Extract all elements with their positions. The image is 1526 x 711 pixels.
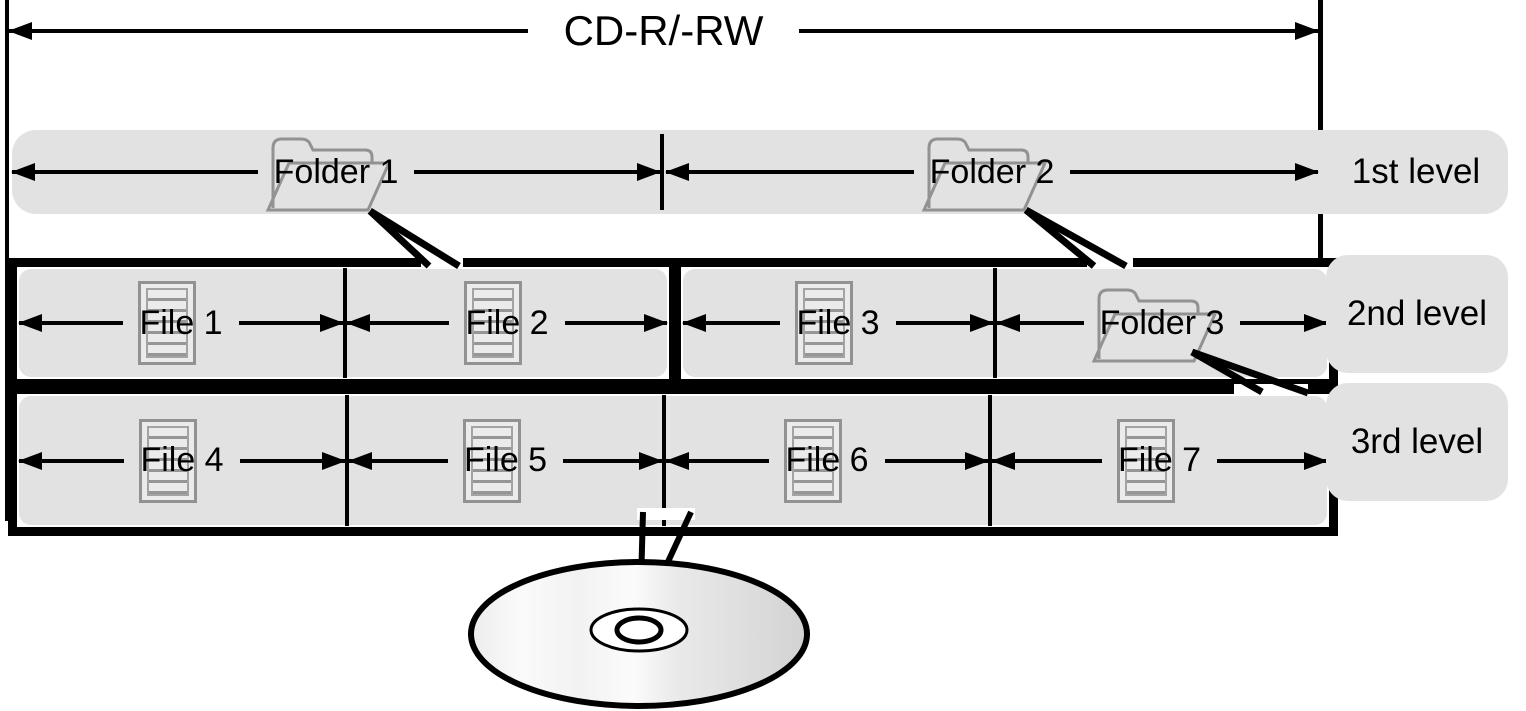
file2-segment: File 2 <box>347 269 668 377</box>
arrow-left-icon <box>19 321 124 325</box>
arrow-left-icon <box>19 458 125 463</box>
level2-box-folder2: File 3 Folder 3 <box>672 258 1338 388</box>
arrow-left-icon <box>992 458 1102 463</box>
folder2-segment: Folder 2 <box>666 130 1319 214</box>
file6-label-group: File 6 <box>784 418 869 503</box>
folder1-label: Folder 1 <box>273 152 399 191</box>
level3-divider <box>988 395 992 526</box>
file5-label-group: File 5 <box>462 418 548 503</box>
file2-label: File 2 <box>465 303 549 342</box>
arrow-left-icon <box>683 321 781 325</box>
file2-label-group: File 2 <box>464 281 549 365</box>
level3-label: 3rd level <box>1326 383 1508 501</box>
file4-label: File 4 <box>140 441 224 479</box>
arrow-right-icon <box>239 458 346 463</box>
arrow-left-icon <box>12 170 258 174</box>
arrow-left-icon <box>347 321 450 325</box>
level1-divider <box>660 134 664 210</box>
arrow-right-icon <box>895 321 994 325</box>
file7-label-group: File 7 <box>1116 418 1202 503</box>
level1-label: 1st level <box>1351 152 1481 191</box>
left-boundary-line <box>5 0 9 521</box>
file7-segment: File 7 <box>992 396 1328 525</box>
file3-segment: File 3 <box>683 269 994 377</box>
file-icon <box>138 281 196 365</box>
arrow-right-icon <box>1070 170 1319 174</box>
arrow-right-icon <box>563 458 663 463</box>
level3-divider <box>345 395 349 526</box>
arrow-left-icon <box>349 458 448 463</box>
compact-disc-icon <box>468 559 810 709</box>
arrow-left-icon <box>997 321 1084 325</box>
level2-divider <box>993 268 997 378</box>
arrow-left-icon <box>666 458 770 463</box>
disc-span-dimension: CD-R/-RW <box>9 7 1319 54</box>
file5-label: File 5 <box>463 441 548 479</box>
arrow-left-icon <box>666 170 914 174</box>
file5-segment: File 5 <box>349 396 663 525</box>
level2-box-a-band: File 1 File 2 <box>19 268 668 378</box>
level2-box-b-band: File 3 Folder 3 <box>683 268 1328 378</box>
folder3-label: Folder 3 <box>1099 303 1225 342</box>
folder3-segment: Folder 3 <box>997 269 1328 377</box>
level2-label: 2nd level <box>1326 255 1508 373</box>
file-icon <box>464 281 522 365</box>
arrow-right-icon <box>414 170 661 174</box>
level2-divider <box>343 268 347 378</box>
file1-segment: File 1 <box>19 269 344 377</box>
arrow-right-icon <box>799 29 1319 33</box>
folder3-label-group: Folder 3 <box>1091 288 1225 363</box>
arrow-right-icon <box>1217 458 1328 463</box>
file-icon <box>462 418 521 503</box>
file7-label: File 7 <box>1117 441 1202 479</box>
level3-box: File 4 File 5 File 6 <box>8 385 1338 536</box>
arrow-right-icon <box>1240 321 1328 325</box>
arrow-right-icon <box>238 321 344 325</box>
folder1-segment: Folder 1 <box>12 130 661 214</box>
file4-segment: File 4 <box>19 396 346 525</box>
arrow-right-icon <box>564 321 668 325</box>
file3-label-group: File 3 <box>795 281 880 365</box>
file4-label-group: File 4 <box>139 418 224 503</box>
file-icon <box>139 418 197 503</box>
level3-divider <box>662 395 666 526</box>
file-icon <box>784 418 842 503</box>
file1-label: File 1 <box>139 303 223 342</box>
arrow-left-icon <box>9 29 528 33</box>
folder2-label: Folder 2 <box>929 152 1055 191</box>
file6-label: File 6 <box>785 441 869 479</box>
file3-label: File 3 <box>796 303 880 342</box>
file-icon <box>795 281 853 365</box>
level1-band: Folder 1 Folder 2 1st level <box>12 130 1508 214</box>
folder2-label-group: Folder 2 <box>921 137 1055 212</box>
file-icon <box>1116 418 1175 503</box>
arrow-right-icon <box>884 458 989 463</box>
disc-type-label: CD-R/-RW <box>563 7 764 54</box>
file1-label-group: File 1 <box>138 281 223 365</box>
level3-band: File 4 File 5 File 6 <box>19 395 1328 526</box>
folder1-label-group: Folder 1 <box>265 137 399 212</box>
level2-box-folder1: File 1 File 2 <box>8 258 678 388</box>
file6-segment: File 6 <box>666 396 989 525</box>
